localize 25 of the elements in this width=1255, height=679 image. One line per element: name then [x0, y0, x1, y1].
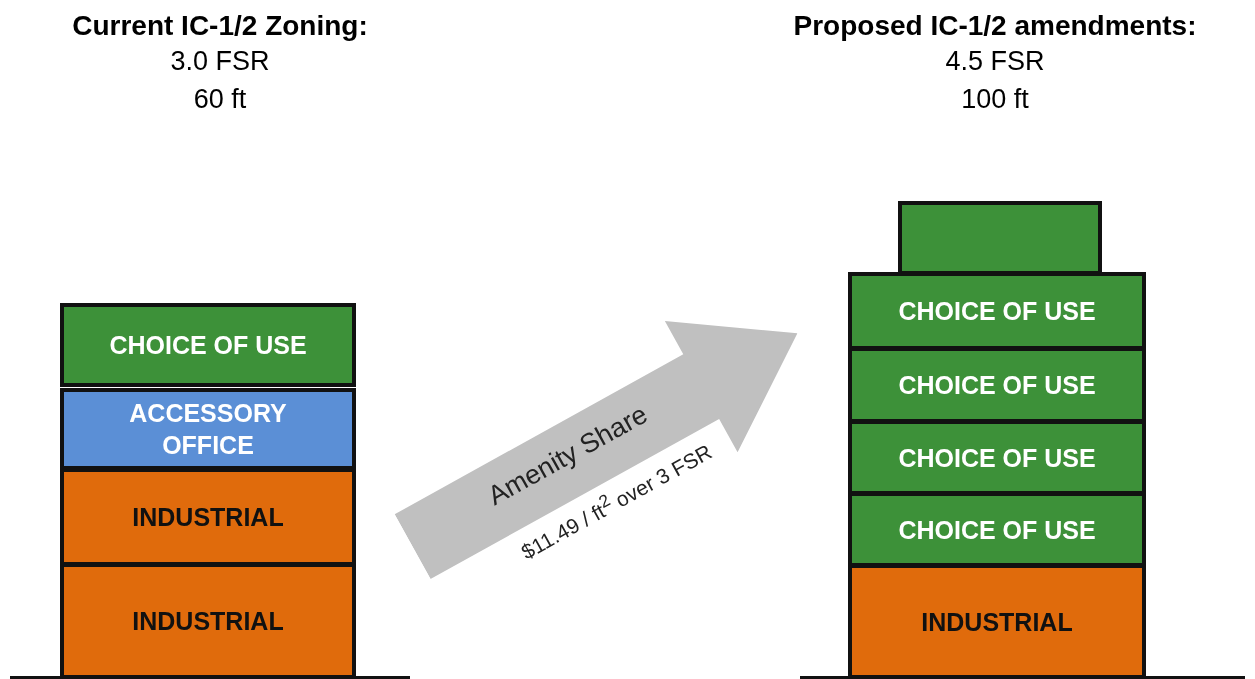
floor-label: CHOICE OF USE — [897, 296, 1097, 327]
floor-label: INDUSTRIAL — [131, 606, 285, 637]
floor-block — [60, 303, 356, 387]
floor-block — [60, 468, 356, 566]
floor-block — [60, 563, 356, 679]
floor-block — [848, 347, 1146, 423]
ratio-text: 3.0 FSR — [169, 46, 271, 77]
ratio-text: 4.5 FSR — [944, 46, 1046, 77]
floor-label: INDUSTRIAL — [131, 502, 285, 533]
floor-label: ACCESSORY OFFICE — [128, 398, 288, 461]
height-text: 60 ft — [192, 84, 248, 115]
height-text: 100 ft — [960, 84, 1030, 115]
floor-label: CHOICE OF USE — [108, 330, 308, 361]
floor-block — [848, 272, 1146, 350]
floor-label: CHOICE OF USE — [897, 442, 1097, 474]
floor-label: CHOICE OF USE — [897, 514, 1097, 546]
floor-block — [848, 492, 1146, 567]
floor-label: CHOICE OF USE — [897, 370, 1097, 401]
floor-block — [60, 388, 356, 470]
heading: Current IC-1/2 Zoning: — [71, 10, 369, 42]
heading: Proposed IC-1/2 amendments: — [792, 10, 1198, 42]
floor-block — [848, 564, 1146, 679]
floor-label: INDUSTRIAL — [920, 606, 1074, 638]
rooftop-block — [898, 201, 1102, 275]
floor-block — [848, 420, 1146, 495]
